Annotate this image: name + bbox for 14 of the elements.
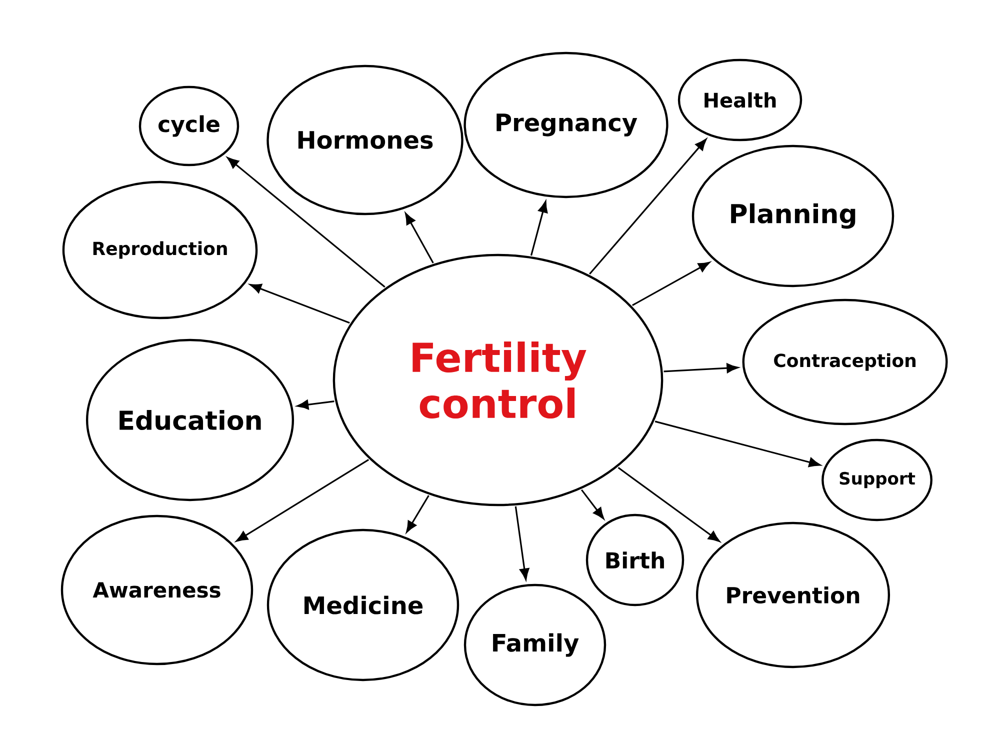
arrow bbox=[406, 495, 430, 533]
arrow bbox=[632, 262, 710, 306]
arrow bbox=[589, 138, 707, 275]
arrow bbox=[654, 420, 821, 468]
arrow bbox=[250, 284, 350, 324]
arrow bbox=[580, 489, 604, 520]
arrow bbox=[227, 157, 386, 288]
arrow bbox=[530, 201, 548, 256]
arrow bbox=[664, 363, 738, 373]
arrow bbox=[405, 212, 434, 264]
arrow bbox=[514, 506, 530, 580]
arrow bbox=[236, 459, 370, 542]
arrow bbox=[296, 400, 334, 410]
arrow bbox=[618, 467, 720, 542]
